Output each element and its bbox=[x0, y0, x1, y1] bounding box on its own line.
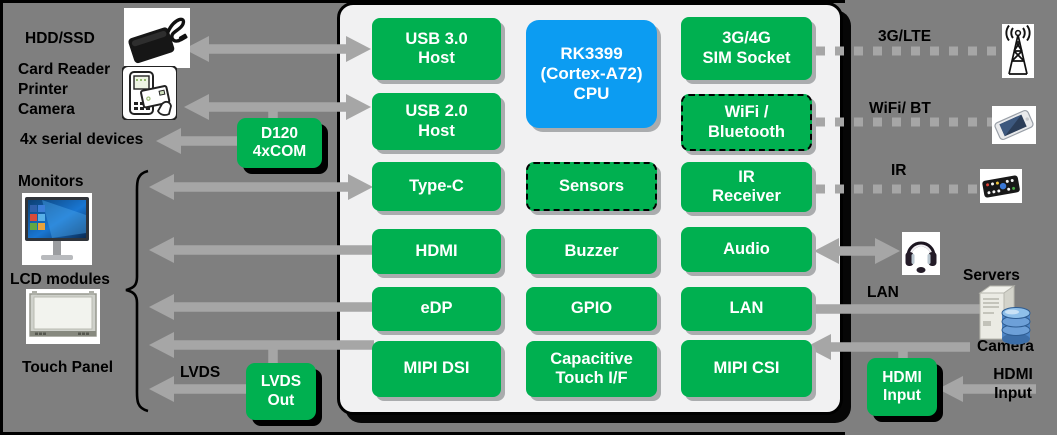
block-audio: Audio bbox=[681, 227, 812, 272]
label-printer: Printer bbox=[18, 81, 68, 98]
label-touch-panel: Touch Panel bbox=[22, 359, 114, 376]
block-d120-4xcom: D120 4xCOM bbox=[237, 118, 322, 168]
frame-edge-top bbox=[0, 0, 845, 3]
label-monitors: Monitors bbox=[18, 173, 84, 190]
antenna-icon bbox=[1002, 24, 1034, 78]
label-camera-left: Camera bbox=[18, 101, 75, 118]
label-lvds: LVDS bbox=[180, 364, 221, 381]
block-usb2-host: USB 2.0 Host bbox=[372, 93, 501, 150]
block-buzzer: Buzzer bbox=[526, 229, 657, 274]
block-wifi-bluetooth: WiFi / Bluetooth bbox=[681, 94, 812, 151]
block-type-c: Type-C bbox=[372, 162, 501, 211]
lcd-module-icon bbox=[26, 289, 100, 344]
label-card-reader: Card Reader bbox=[18, 61, 111, 78]
block-capacitive-touch: Capacitive Touch I/F bbox=[526, 341, 657, 397]
block-sim-socket: 3G/4G SIM Socket bbox=[681, 17, 812, 80]
headset-icon bbox=[902, 232, 940, 275]
hdd-icon bbox=[124, 8, 190, 68]
label-servers: Servers bbox=[963, 267, 1020, 284]
block-rk3399-cpu: RK3399 (Cortex-A72) CPU bbox=[526, 20, 657, 128]
remote-icon bbox=[980, 169, 1022, 203]
label-hdmi-input: HDMI Input bbox=[993, 366, 1033, 402]
label-hdd-ssd: HDD/SSD bbox=[25, 30, 95, 47]
card-reader-icon bbox=[122, 66, 177, 120]
block-hdmi-input: HDMI Input bbox=[867, 358, 937, 416]
frame-edge-bottom bbox=[0, 432, 845, 435]
arrow-d120-serial bbox=[156, 128, 240, 154]
frame-edge-left bbox=[0, 0, 3, 435]
label-wifi-bt: WiFi/ BT bbox=[869, 100, 931, 117]
label-serial-devices: 4x serial devices bbox=[20, 131, 144, 148]
block-gpio: GPIO bbox=[526, 287, 657, 331]
label-lan-right: LAN bbox=[867, 284, 899, 301]
block-usb3-host: USB 3.0 Host bbox=[372, 18, 501, 80]
smartphone-icon bbox=[992, 106, 1036, 144]
server-icon bbox=[978, 285, 1031, 345]
block-edp: eDP bbox=[372, 287, 501, 331]
block-ir-receiver: IR Receiver bbox=[681, 162, 812, 212]
display-group-brace bbox=[125, 169, 149, 413]
block-mipi-dsi: MIPI DSI bbox=[372, 341, 501, 397]
block-mipi-csi: MIPI CSI bbox=[681, 340, 812, 397]
label-lcd-modules: LCD modules bbox=[10, 271, 110, 288]
block-lan: LAN bbox=[681, 287, 812, 331]
monitor-icon bbox=[22, 193, 92, 265]
label-3g-lte: 3G/LTE bbox=[878, 28, 932, 45]
block-hdmi: HDMI bbox=[372, 229, 501, 274]
block-lvds-out: LVDS Out bbox=[246, 363, 316, 420]
label-ir: IR bbox=[891, 162, 907, 179]
block-sensors: Sensors bbox=[526, 162, 657, 211]
